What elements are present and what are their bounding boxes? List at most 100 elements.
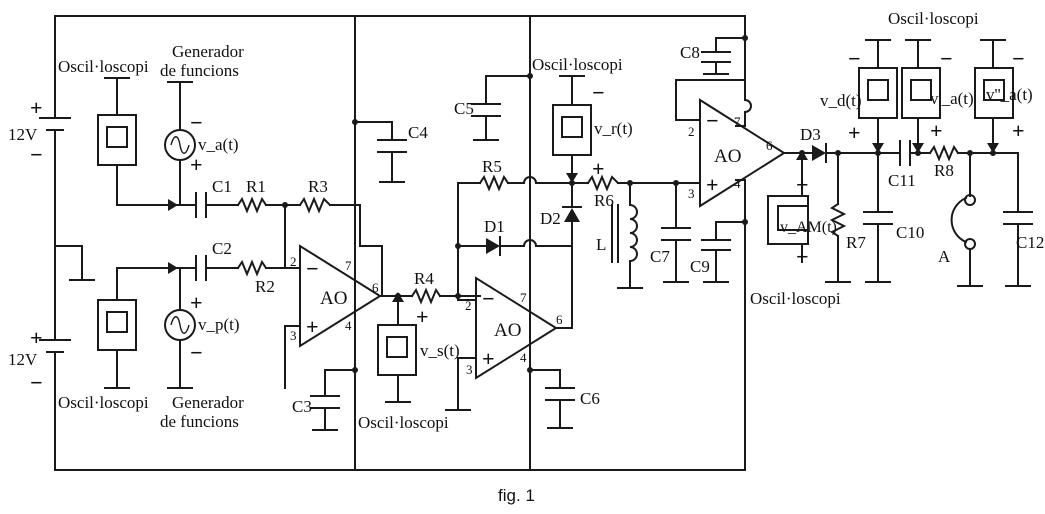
scope-vam-label: Oscil·loscopi [750, 289, 841, 308]
gen-va-line2: de funcions [160, 61, 239, 80]
svg-text:−: − [1012, 46, 1025, 71]
opamp-1: AO − + 2 3 7 4 6 [284, 244, 382, 389]
opamp-2-pin2: 2 [465, 298, 472, 313]
figure-caption: fig. 1 [498, 486, 535, 505]
svg-text:+: + [706, 172, 719, 197]
label-R4: R4 [414, 269, 434, 288]
opamp-3: AO − + 2 3 7 4 6 [675, 79, 786, 361]
scope-vd [858, 67, 898, 119]
opamp-1-label: AO [320, 288, 347, 309]
svg-text:−: − [306, 256, 319, 281]
label-R8: R8 [934, 161, 954, 180]
scope-va [97, 114, 137, 166]
label-C7: C7 [650, 247, 670, 266]
opamp-1-pin3: 3 [290, 328, 297, 343]
svg-text:−: − [592, 80, 605, 105]
opamp-2-pin6: 6 [556, 312, 563, 327]
svg-text:+: + [306, 314, 319, 339]
scope-vs [377, 324, 417, 376]
supply-upper-label: 12V [8, 125, 38, 144]
svg-text:+: + [30, 325, 43, 350]
opamp-3-pin7: 7 [734, 114, 741, 129]
svg-text:+: + [930, 118, 943, 143]
svg-text:−: − [30, 370, 43, 395]
scope-vr [552, 104, 592, 156]
svg-text:+: + [190, 152, 203, 177]
opamp-1-pin7: 7 [345, 258, 352, 273]
svg-text:−: − [190, 340, 203, 365]
opamp-3-pin3: 3 [688, 186, 695, 201]
svg-text:−: − [706, 108, 719, 133]
svg-text:+: + [592, 156, 605, 181]
supply-upper: + − 12V [8, 15, 71, 341]
signal-va: v_a(t) [198, 135, 239, 154]
signal-va1: v'_a(t) [930, 89, 974, 108]
svg-text:+: + [482, 346, 495, 371]
opamp-1-pin2: 2 [290, 254, 297, 269]
scope-va-label: Oscil·loscopi [58, 57, 149, 76]
scope-vr-label: Oscil·loscopi [532, 55, 623, 74]
signal-vam: v_AM(t) [780, 219, 837, 236]
svg-text:−: − [190, 110, 203, 135]
generator-vp-icon [164, 309, 196, 341]
label-A: A [938, 247, 951, 266]
svg-text:+: + [1012, 118, 1025, 143]
label-R1: R1 [246, 177, 266, 196]
opamp-3-pin6: 6 [766, 138, 773, 153]
opamp-2-pin4: 4 [520, 350, 527, 365]
label-R5: R5 [482, 157, 502, 176]
gen-vp-line1: Generador [172, 393, 244, 412]
label-C2: C2 [212, 239, 232, 258]
label-R6: R6 [594, 191, 614, 210]
signal-vp: v_p(t) [198, 315, 240, 334]
signal-vs: v_s(t) [420, 341, 460, 360]
label-C3: C3 [292, 397, 312, 416]
frame-wires [54, 15, 746, 471]
ground-mid [54, 245, 95, 281]
svg-text:−: − [848, 46, 861, 71]
label-R2: R2 [255, 277, 275, 296]
label-R3: R3 [308, 177, 328, 196]
svg-text:−: − [796, 244, 809, 269]
svg-text:+: + [796, 172, 809, 197]
label-R7: R7 [846, 233, 866, 252]
opamp-1-pin4: 4 [345, 318, 352, 333]
label-C5: C5 [454, 99, 474, 118]
svg-text:+: + [848, 120, 861, 145]
label-C12: C12 [1016, 233, 1044, 252]
opamp-2-label: AO [494, 320, 521, 341]
svg-text:−: − [482, 286, 495, 311]
scope-vs-label: Oscil·loscopi [358, 413, 449, 432]
signal-vd: v_d(t) [820, 91, 862, 110]
supply-lower: + − 12V [8, 325, 71, 471]
signal-va2: v''_a(t) [986, 85, 1033, 104]
opamp-3-label: AO [714, 146, 741, 167]
label-C9: C9 [690, 257, 710, 276]
opamp-1-pin6: 6 [372, 280, 379, 295]
label-C4: C4 [408, 123, 428, 142]
label-D2: D2 [540, 209, 561, 228]
label-L: L [596, 235, 606, 254]
label-D1: D1 [484, 217, 505, 236]
scope-vp-label: Oscil·loscopi [58, 393, 149, 412]
svg-text:−: − [940, 46, 953, 71]
scope-right-label: Oscil·loscopi [888, 9, 979, 28]
opamp-2-pin7: 7 [520, 290, 527, 305]
supply-lower-label: 12V [8, 350, 38, 369]
opamp-2-pin3: 3 [466, 362, 473, 377]
label-D3: D3 [800, 125, 821, 144]
label-C1: C1 [212, 177, 232, 196]
gen-va-line1: Generador [172, 42, 244, 61]
opamp-3-pin2: 2 [688, 124, 695, 139]
svg-text:−: − [30, 142, 43, 167]
gen-vp-line2: de funcions [160, 412, 239, 431]
signal-vr: v_r(t) [594, 119, 633, 138]
opamp-3-pin4: 4 [734, 176, 741, 191]
label-C8: C8 [680, 43, 700, 62]
label-C10: C10 [896, 223, 924, 242]
opamp-2: AO − + 2 3 7 4 6 [445, 276, 573, 411]
label-C6: C6 [580, 389, 600, 408]
svg-text:+: + [190, 290, 203, 315]
svg-text:+: + [416, 304, 429, 329]
